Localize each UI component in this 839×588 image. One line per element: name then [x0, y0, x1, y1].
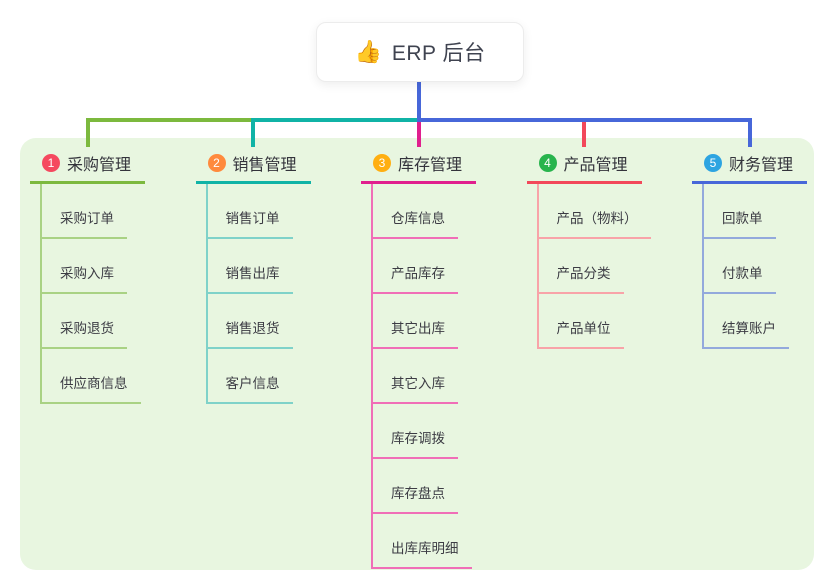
branch-children: 产品（物料） 产品分类产品单位	[536, 184, 677, 349]
root-node[interactable]: 👍 ERP 后台	[316, 22, 524, 82]
child-node[interactable]: 回款单	[704, 184, 776, 239]
child-label: 产品库存	[373, 262, 458, 294]
child-node[interactable]: 客户信息	[207, 349, 293, 404]
thumbs-up-icon: 👍	[354, 39, 382, 64]
child-node[interactable]: 采购入库	[42, 239, 127, 294]
branch-title: 财务管理	[729, 157, 794, 174]
child-label: 库存盘点	[373, 482, 458, 514]
child-node[interactable]: 付款单	[704, 239, 776, 294]
child-label: 结算账户	[704, 317, 789, 349]
child-label: 销售出库	[207, 262, 293, 294]
connector-h-branch2	[251, 118, 421, 122]
child-node[interactable]: 出库库明细	[373, 514, 472, 569]
connector-h-branch1	[85, 118, 255, 122]
child-node[interactable]: 库存盘点	[373, 459, 458, 514]
child-node[interactable]: 其它出库	[373, 294, 458, 349]
branch-topic-4[interactable]: 4 产品管理	[526, 146, 642, 184]
branch-1: 1 采购管理采购订单采购入库采购退货供应商信息	[30, 146, 180, 404]
connector-drop-branch5	[747, 118, 752, 147]
child-label: 产品分类	[538, 262, 624, 294]
child-label: 付款单	[704, 262, 776, 294]
child-label: 采购订单	[42, 207, 127, 239]
branch-children: 销售订单销售出库销售退货客户信息	[205, 184, 346, 404]
child-node[interactable]: 仓库信息	[373, 184, 458, 239]
branch-title: 采购管理	[67, 157, 132, 174]
child-label: 库存调拨	[373, 427, 458, 459]
child-label: 采购退货	[42, 317, 127, 349]
connector-h-branch5	[416, 118, 752, 122]
branch-topic-1[interactable]: 1 采购管理	[30, 146, 145, 184]
child-label: 客户信息	[207, 372, 293, 404]
branch-children: 采购订单采购入库采购退货供应商信息	[40, 184, 180, 404]
child-node[interactable]: 供应商信息	[42, 349, 141, 404]
child-node[interactable]: 销售退货	[207, 294, 293, 349]
child-label: 采购入库	[42, 262, 127, 294]
connector-drop-branch1	[85, 118, 90, 147]
child-node[interactable]: 产品单位	[538, 294, 624, 349]
child-label: 销售退货	[207, 317, 293, 349]
child-node[interactable]: 产品库存	[373, 239, 458, 294]
branch-topic-3[interactable]: 3 库存管理	[361, 146, 476, 184]
child-node[interactable]: 产品（物料）	[538, 184, 651, 239]
branch-5: 5 财务管理回款单付款单结算账户	[692, 146, 839, 349]
branch-number-badge: 3	[373, 154, 391, 172]
child-node[interactable]: 采购退货	[42, 294, 127, 349]
branch-2: 2 销售管理销售订单销售出库销售退货客户信息	[195, 146, 346, 404]
branch-title: 产品管理	[563, 157, 628, 174]
mindmap-board	[20, 138, 814, 570]
root-connector	[416, 82, 421, 122]
branch-number-badge: 4	[538, 154, 557, 172]
child-node[interactable]: 采购订单	[42, 184, 127, 239]
child-node[interactable]: 产品分类	[538, 239, 624, 294]
child-node[interactable]: 其它入库	[373, 349, 458, 404]
branch-topic-5[interactable]: 5 财务管理	[692, 146, 807, 184]
branch-topic-2[interactable]: 2 销售管理	[195, 146, 311, 184]
branch-number-badge: 1	[42, 154, 60, 172]
branch-number-badge: 2	[207, 154, 226, 172]
child-label: 其它入库	[373, 372, 458, 404]
child-label: 产品单位	[538, 317, 624, 349]
child-label: 供应商信息	[42, 372, 141, 404]
child-label: 仓库信息	[373, 207, 458, 239]
branch-children: 仓库信息产品库存其它出库其它入库库存调拨库存盘点出库库明细	[371, 184, 511, 569]
connector-drop-branch2	[251, 118, 255, 147]
child-label: 出库库明细	[373, 537, 472, 569]
branch-children: 回款单付款单结算账户	[702, 184, 839, 349]
child-label: 回款单	[704, 207, 776, 239]
child-node[interactable]: 结算账户	[704, 294, 789, 349]
child-node[interactable]: 销售订单	[207, 184, 293, 239]
branch-3: 3 库存管理仓库信息产品库存其它出库其它入库库存调拨库存盘点出库库明细	[361, 146, 511, 569]
child-node[interactable]: 销售出库	[207, 239, 293, 294]
root-title: ERP 后台	[391, 42, 486, 65]
connector-drop-branch3	[416, 122, 421, 147]
branch-4: 4 产品管理产品（物料） 产品分类产品单位	[526, 146, 677, 349]
child-label: 其它出库	[373, 317, 458, 349]
child-node[interactable]: 库存调拨	[373, 404, 458, 459]
connector-drop-branch4	[582, 118, 586, 147]
child-label: 销售订单	[207, 207, 293, 239]
child-label: 产品（物料）	[538, 207, 651, 239]
branch-number-badge: 5	[704, 154, 722, 172]
branch-title: 库存管理	[398, 157, 463, 174]
branch-title: 销售管理	[232, 157, 297, 174]
